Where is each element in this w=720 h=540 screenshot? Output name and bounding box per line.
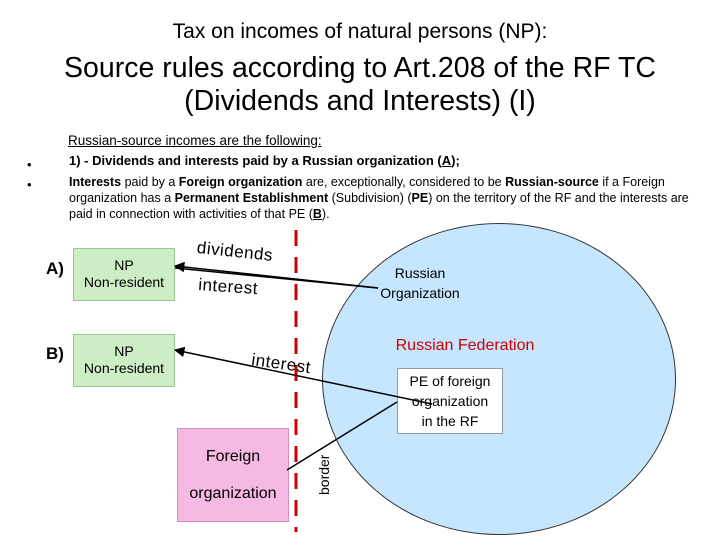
pe-line-2: organization — [411, 393, 489, 409]
foreign-organization-box: Foreign organization — [177, 428, 289, 522]
case-label-a: A) — [46, 259, 64, 278]
item-2-ref: B — [312, 207, 322, 221]
item-2-text-a: paid by a — [121, 175, 179, 189]
np-a-line-1: NP — [114, 257, 134, 273]
item-2-text-f: ). — [321, 207, 330, 221]
russian-organization-label: Russian Organization — [356, 263, 484, 303]
foreign-line-1: Foreign — [205, 448, 261, 465]
item-2-text-e: ) on the territory of the RF and the int… — [69, 191, 689, 221]
np-b-line-1: NP — [114, 343, 134, 359]
np-a-line-2: Non-resident — [83, 274, 165, 290]
slide-subtitle: Tax on incomes of natural persons (NP): — [172, 20, 548, 43]
russian-federation-label: Russian Federation — [395, 337, 535, 354]
intro-text: Russian-source incomes are the following… — [68, 133, 322, 148]
item-1-ref: A — [441, 153, 452, 168]
pe-line-1: PE of foreign — [409, 373, 491, 389]
item-2-text-b: are, exceptionally, considered to be — [302, 175, 506, 189]
russian-org-line-1: Russian — [394, 265, 446, 281]
interest-arrow-a — [174, 267, 379, 289]
item-2-foreign: Foreign organization — [178, 175, 303, 189]
np-nonresident-box-b: NP Non-resident — [73, 334, 175, 387]
item-2-text: Interests paid by a Foreign organization… — [69, 174, 689, 222]
bullet-2: • — [27, 177, 32, 192]
item-2-pe: PE — [411, 191, 429, 205]
title-line-1: Source rules according to Art.208 of the… — [64, 52, 656, 84]
np-nonresident-box-a: NP Non-resident — [73, 248, 175, 301]
item-2-text-d: (Subdivision) ( — [328, 191, 412, 205]
item-1-suffix: ); — [451, 153, 460, 168]
russian-org-line-2: Organization — [380, 285, 460, 301]
interest-arrow-b — [173, 346, 433, 405]
pe-line-3: in the RF — [421, 413, 479, 429]
item-2-russian-source: Russian-source — [505, 175, 599, 189]
case-label-b: B) — [46, 344, 64, 363]
item-2-interests: Interests — [69, 175, 122, 189]
item-2-pe-full: Permanent Establishment — [174, 191, 329, 205]
title-line-2: (Dividends and Interests) (I) — [184, 85, 536, 117]
foreign-to-pe-line — [286, 401, 398, 471]
bullet-1: • — [27, 157, 32, 172]
item-1-prefix: 1) - Dividends and interests paid by a R… — [69, 153, 442, 168]
slide-title: Source rules according to Art.208 of the… — [0, 52, 720, 118]
item-1-text: 1) - Dividends and interests paid by a R… — [69, 153, 689, 168]
foreign-line-2: organization — [189, 485, 277, 502]
np-b-line-2: Non-resident — [83, 360, 165, 376]
item-2-text-c: if a Foreign organization has a — [69, 175, 665, 205]
border-label: border — [316, 454, 332, 495]
interest-label-a: interest — [197, 275, 259, 299]
